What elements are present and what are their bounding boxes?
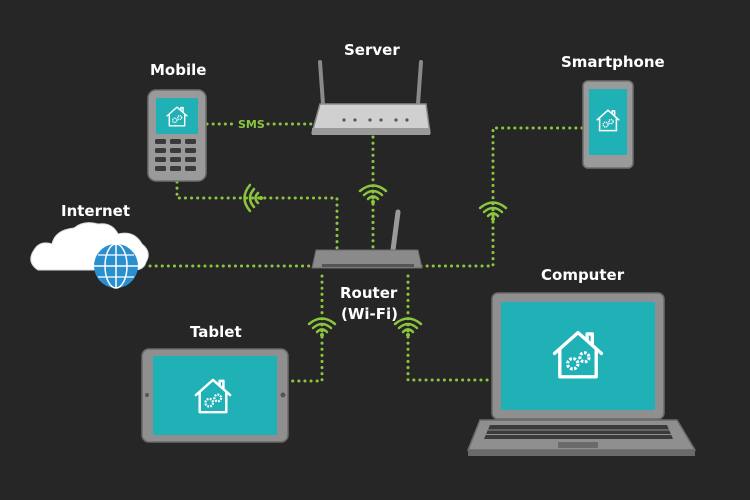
link-smartphone-router xyxy=(418,126,584,268)
router-label: Router xyxy=(340,284,398,302)
smartphone-label: Smartphone xyxy=(561,53,665,71)
computer-label: Computer xyxy=(541,266,625,284)
tablet-label: Tablet xyxy=(190,323,242,341)
wifi-signal-icon xyxy=(358,184,388,206)
globe-icon xyxy=(94,243,138,289)
smartphone-device xyxy=(582,80,634,169)
router-device xyxy=(311,209,423,269)
mobile-label: Mobile xyxy=(150,61,206,79)
computer-device xyxy=(466,292,697,456)
tablet-device xyxy=(141,348,289,443)
server-device xyxy=(311,60,431,135)
router-wifi-label: (Wi-Fi) xyxy=(341,305,398,323)
wifi-signal-icon xyxy=(393,317,423,339)
wifi-signal-icon xyxy=(307,317,337,339)
internet-label: Internet xyxy=(61,202,130,220)
link-router-tablet xyxy=(290,274,324,383)
link-router-computer xyxy=(406,274,494,382)
server-label: Server xyxy=(344,41,400,59)
sms-label: SMS xyxy=(238,118,265,131)
internet-cloud xyxy=(30,222,149,289)
connection-lines xyxy=(148,122,584,383)
mobile-device xyxy=(147,89,207,182)
